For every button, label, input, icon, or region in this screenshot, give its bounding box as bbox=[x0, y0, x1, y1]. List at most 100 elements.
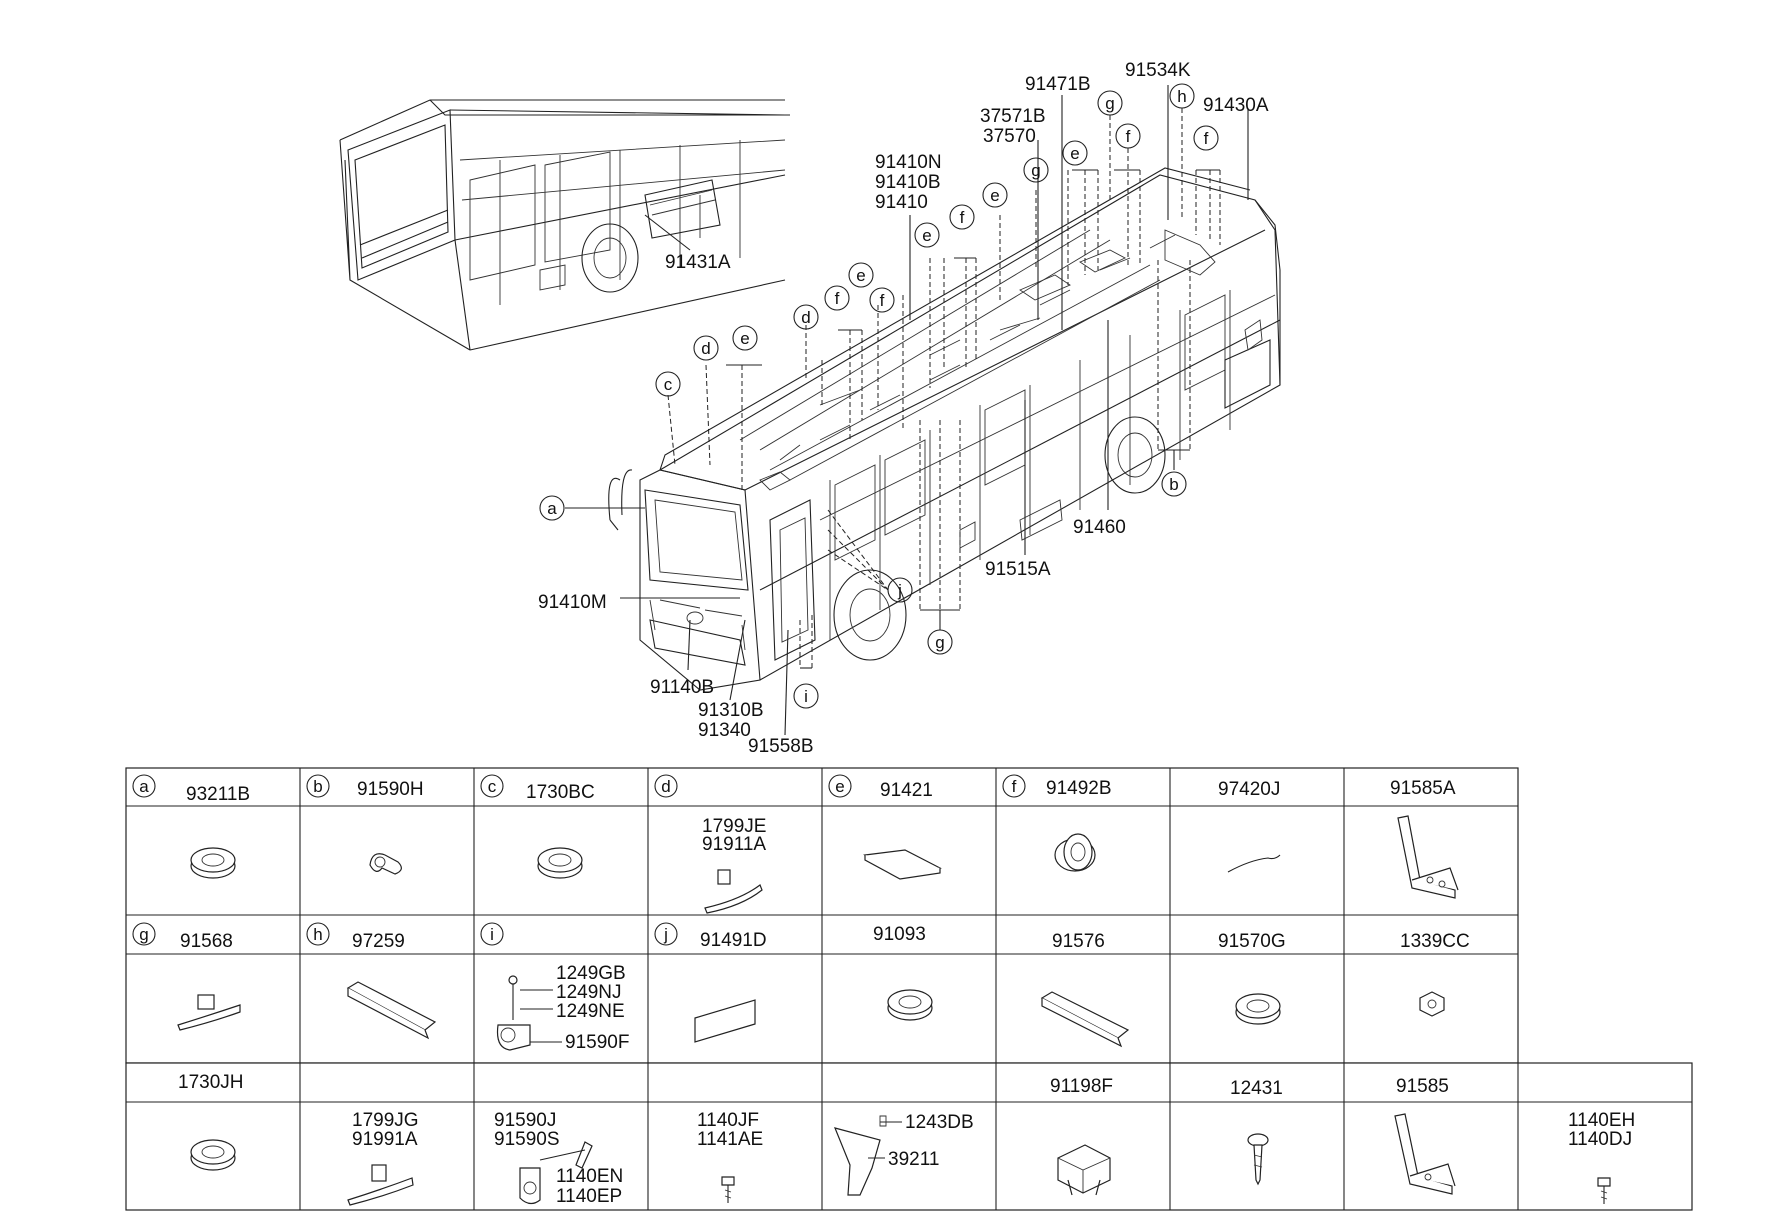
bubble-g1: g bbox=[1023, 157, 1049, 183]
wire-icon bbox=[1227, 854, 1281, 873]
svg-text:d: d bbox=[801, 308, 810, 327]
bolt-icon bbox=[721, 1176, 735, 1203]
clamp-icon bbox=[496, 975, 562, 1051]
nut-icon bbox=[1419, 991, 1445, 1017]
part-91911A-label: 91911A bbox=[702, 834, 766, 855]
svg-text:j: j bbox=[897, 581, 902, 600]
callout-91460: 91460 bbox=[1073, 517, 1126, 538]
svg-text:d: d bbox=[661, 777, 670, 796]
table-row: g 91568 h 97259 i 1249GB 1249NJ 1249NE 9… bbox=[132, 922, 1470, 1053]
pad-icon bbox=[863, 849, 942, 880]
bubble-f1: f bbox=[824, 285, 850, 311]
part-91590J-label: 91590J bbox=[494, 1110, 556, 1131]
part-91585A-label: 91585A bbox=[1390, 778, 1456, 799]
svg-text:d: d bbox=[701, 339, 710, 358]
bracket-icon bbox=[1394, 1113, 1456, 1195]
part-1249GB-label: 1249GB bbox=[556, 963, 626, 984]
svg-text:h: h bbox=[1177, 87, 1186, 106]
clamp-icon bbox=[519, 1141, 593, 1205]
svg-text:a: a bbox=[547, 499, 557, 518]
svg-text:c: c bbox=[664, 375, 673, 394]
bubble-g2: g bbox=[1097, 90, 1123, 116]
svg-text:e: e bbox=[835, 777, 844, 796]
part-91492B-label: 91492B bbox=[1046, 778, 1112, 799]
callout-37570: 37570 bbox=[983, 126, 1036, 147]
part-1140EH-label: 1140EH bbox=[1568, 1110, 1635, 1131]
callout-37571B: 37571B bbox=[980, 106, 1046, 127]
callout-91340: 91340 bbox=[698, 720, 751, 741]
callout-91410N: 91410N bbox=[875, 152, 942, 173]
svg-text:i: i bbox=[804, 687, 808, 706]
part-1339CC-label: 1339CC bbox=[1400, 931, 1470, 952]
letter-bubbles: a b c d d e e e e e f f f f f g g g h i … bbox=[539, 83, 1219, 709]
svg-text:f: f bbox=[1012, 777, 1017, 796]
callout-91558B: 91558B bbox=[748, 736, 814, 757]
callout-91140B: 91140B bbox=[650, 677, 714, 698]
bubble-e1: e bbox=[732, 325, 758, 351]
svg-text:e: e bbox=[922, 226, 931, 245]
svg-text:f: f bbox=[1126, 127, 1131, 146]
part-1243DB-label: 1243DB bbox=[905, 1112, 974, 1133]
callout-91310B: 91310B bbox=[698, 700, 764, 721]
part-39211-label: 39211 bbox=[888, 1149, 939, 1170]
svg-text:h: h bbox=[313, 925, 322, 944]
grommet-icon bbox=[537, 847, 583, 879]
callout-91410: 91410 bbox=[875, 192, 928, 213]
table-row: 1730JH 1799JG 91991A 91590J 91590S 1140E… bbox=[178, 1072, 1635, 1207]
row1-letter-a: a bbox=[139, 777, 149, 796]
bushing-icon bbox=[1054, 833, 1096, 872]
bubble-d1: d bbox=[693, 335, 719, 361]
svg-text:e: e bbox=[1070, 144, 1079, 163]
part-91568-label: 91568 bbox=[180, 931, 233, 952]
bracket-icon bbox=[833, 1115, 902, 1196]
part-91570G-label: 91570G bbox=[1218, 931, 1286, 952]
screw-icon bbox=[1247, 1133, 1269, 1186]
part-1140EN-label: 1140EN bbox=[556, 1166, 623, 1187]
svg-text:f: f bbox=[880, 291, 885, 310]
part-93211B-label: 93211B bbox=[186, 784, 250, 805]
svg-text:g: g bbox=[935, 633, 944, 652]
rear-bus-view bbox=[339, 99, 790, 351]
bubble-f2: f bbox=[869, 287, 895, 313]
part-1140DJ-label: 1140DJ bbox=[1568, 1129, 1632, 1150]
part-91585-label: 91585 bbox=[1396, 1076, 1449, 1097]
bracket-icon bbox=[1397, 815, 1459, 899]
part-1799JG-label: 1799JG bbox=[352, 1110, 419, 1131]
part-97259-label: 97259 bbox=[352, 931, 405, 952]
block-connector-icon bbox=[1057, 1144, 1111, 1196]
callout-91431A: 91431A bbox=[665, 252, 731, 273]
svg-text:f: f bbox=[960, 208, 965, 227]
part-91590H-label: 91590H bbox=[357, 779, 424, 800]
bubble-e2: e bbox=[848, 262, 874, 288]
grommet-icon bbox=[887, 989, 933, 1021]
bubble-b: b bbox=[1161, 471, 1187, 497]
svg-text:e: e bbox=[990, 186, 999, 205]
edge-trim-icon bbox=[1040, 991, 1130, 1048]
part-91421-label: 91421 bbox=[880, 780, 933, 801]
svg-text:g: g bbox=[1031, 161, 1040, 180]
bubble-j: j bbox=[887, 577, 913, 603]
grommet-icon bbox=[190, 847, 236, 879]
svg-text:e: e bbox=[856, 266, 865, 285]
svg-text:f: f bbox=[1204, 129, 1209, 148]
bubble-f5: f bbox=[1193, 125, 1219, 151]
part-1730BC-label: 1730BC bbox=[526, 782, 595, 803]
part-97420J-label: 97420J bbox=[1218, 779, 1280, 800]
part-1249NE-label: 1249NE bbox=[556, 1001, 625, 1022]
part-1730JH-label: 1730JH bbox=[178, 1072, 244, 1093]
svg-text:g: g bbox=[139, 925, 148, 944]
part-1140EP-label: 1140EP bbox=[556, 1186, 622, 1207]
bubble-d2: d bbox=[793, 304, 819, 330]
svg-text:e: e bbox=[740, 329, 749, 348]
svg-text:j: j bbox=[663, 925, 668, 944]
leader-lines bbox=[565, 85, 1249, 736]
part-12431-label: 12431 bbox=[1230, 1078, 1283, 1099]
callout-91430A: 91430A bbox=[1203, 95, 1269, 116]
callout-91410M: 91410M bbox=[538, 592, 607, 613]
part-1140JF-label: 1140JF bbox=[697, 1110, 759, 1131]
bubble-a: a bbox=[539, 495, 565, 521]
table-row: a 93211B b 91590H c 1730BC d 1799JE 9191… bbox=[132, 774, 1459, 914]
grommet-icon bbox=[190, 1139, 236, 1171]
main-bus-view bbox=[608, 167, 1281, 691]
